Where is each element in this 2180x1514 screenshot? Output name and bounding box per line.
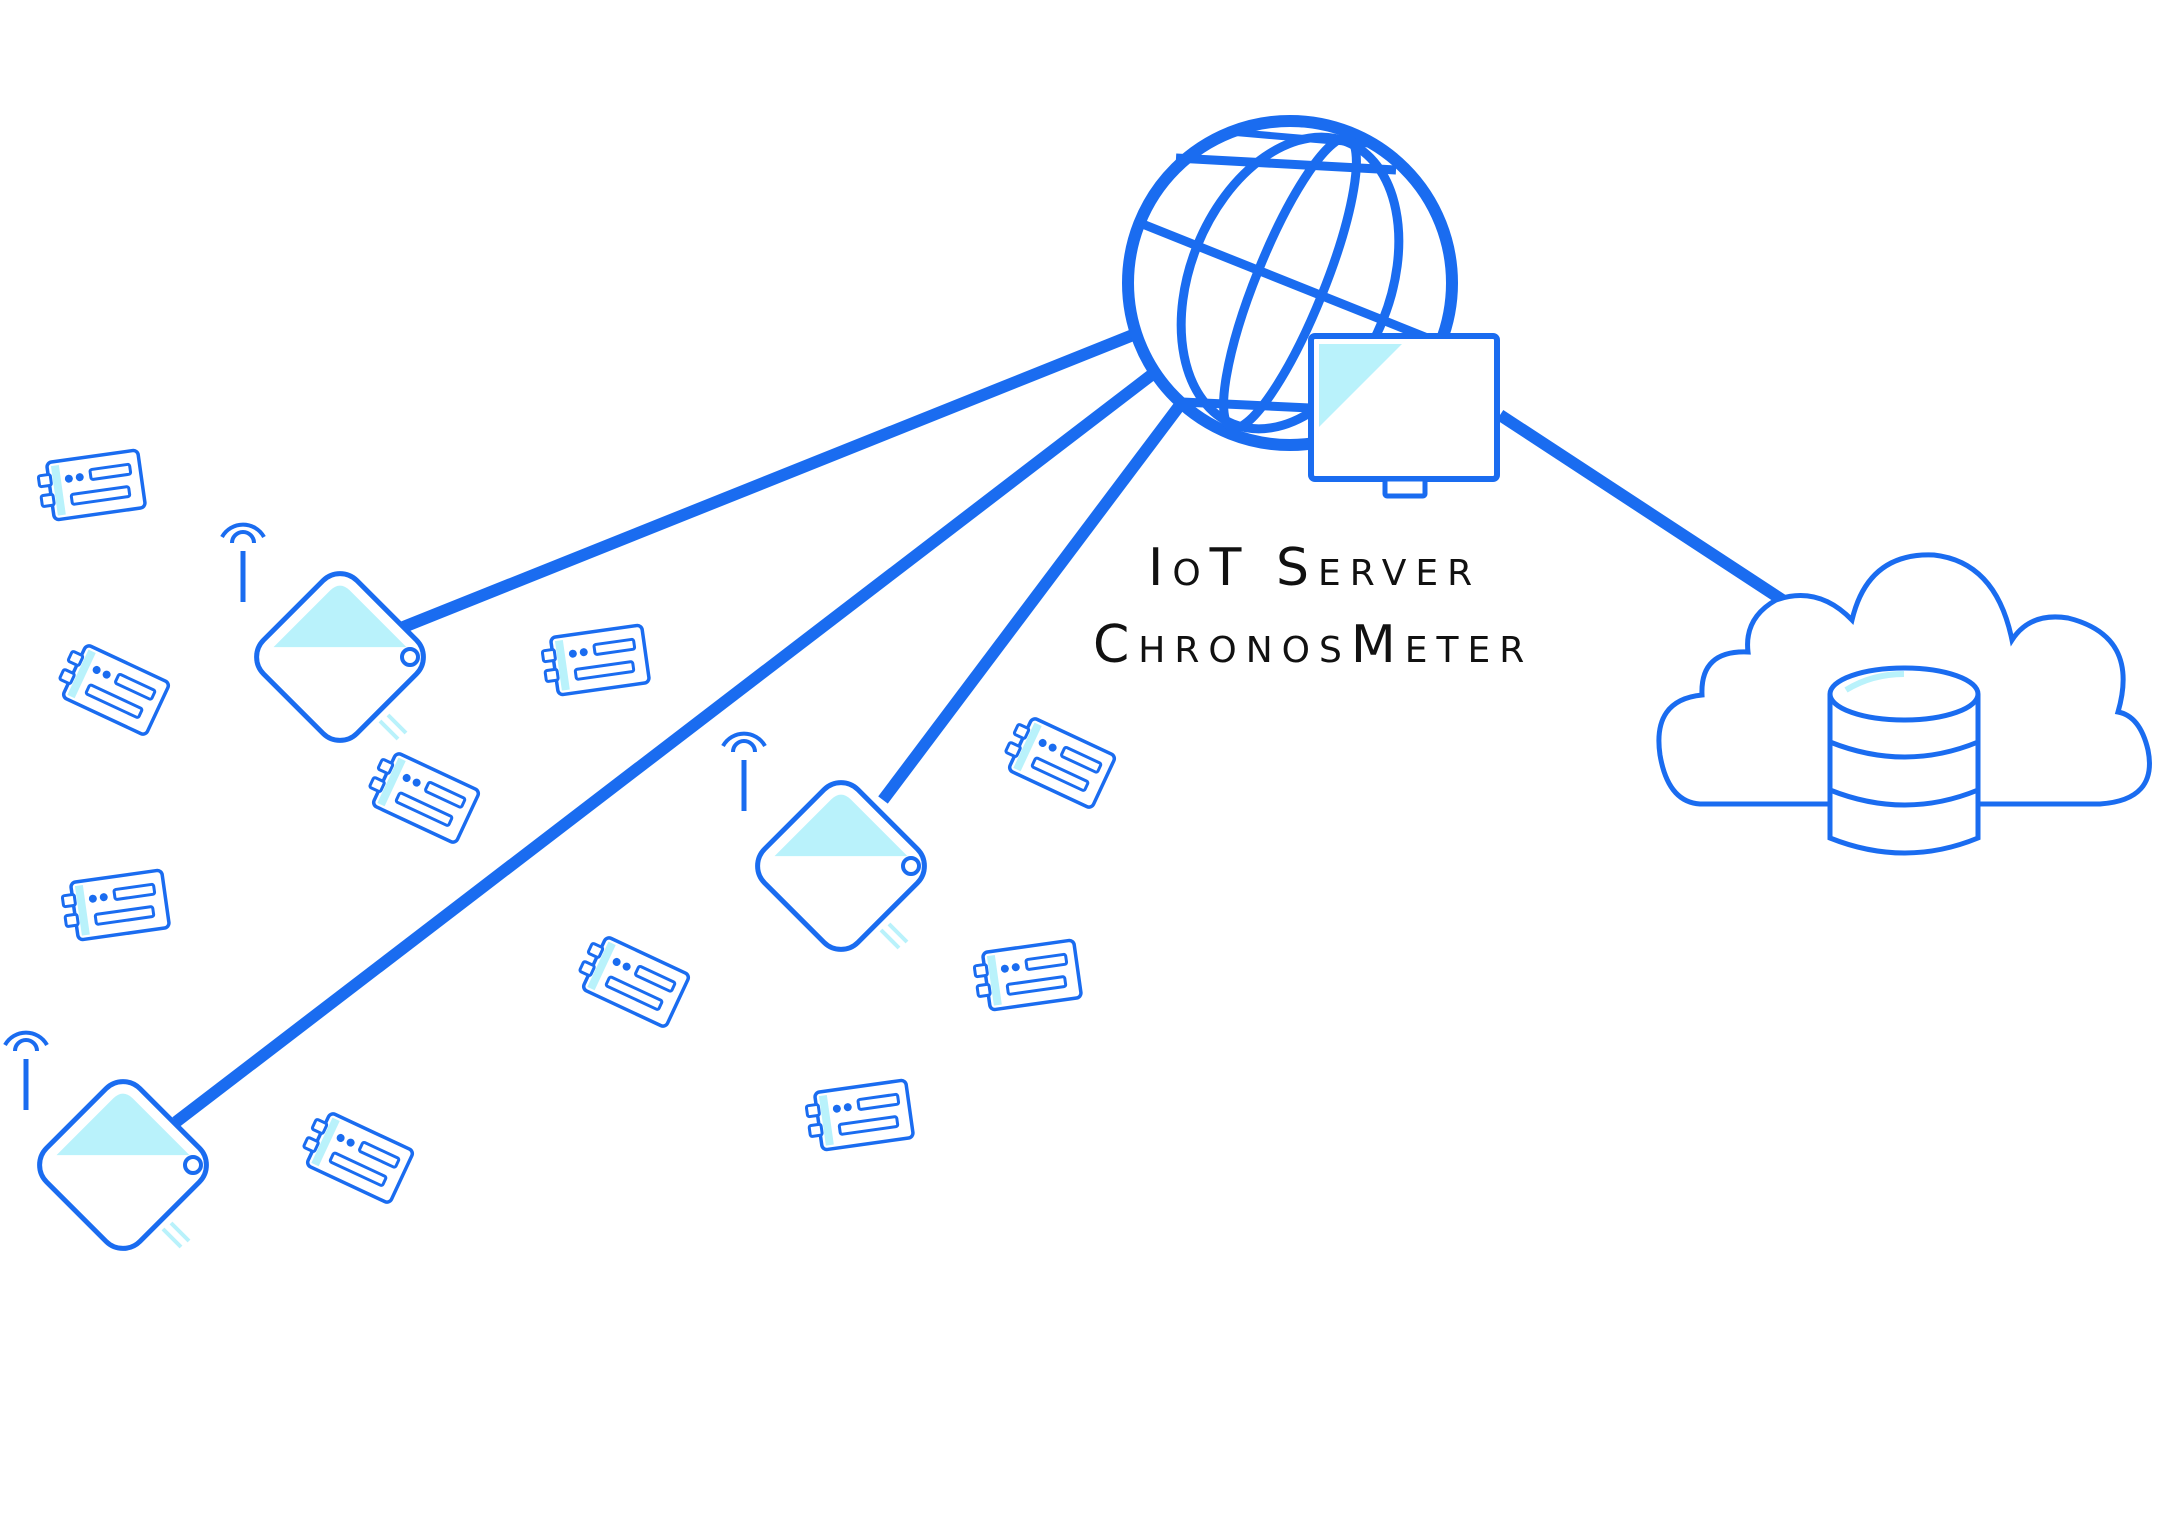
sensor-board-icon xyxy=(51,638,172,738)
wireless-gateway-icon xyxy=(222,525,433,751)
sensor-board-icon xyxy=(538,623,652,699)
sensor-board-icon xyxy=(802,1078,916,1154)
link-globe-gateway-top xyxy=(393,329,1136,636)
connection-lines xyxy=(172,329,1794,1127)
wireless-gateway-icon xyxy=(5,1033,216,1259)
link-globe-gateway-middle xyxy=(878,401,1185,804)
link-server-cloud xyxy=(1496,409,1794,611)
server-title-line1: IoT Server xyxy=(1148,538,1482,598)
monitor-icon xyxy=(1308,333,1500,499)
gateway-bottom-left xyxy=(5,1033,216,1259)
cloud-database-icon xyxy=(1656,552,2152,856)
sensor-board-icon xyxy=(997,711,1118,811)
sensor-board-icon xyxy=(34,448,148,524)
server-title-line2: ChronosMeter xyxy=(1093,615,1534,675)
sensor-board-icon xyxy=(970,938,1084,1014)
sensor-board-icon xyxy=(295,1106,416,1206)
sensor-board-icon xyxy=(571,930,692,1030)
gateway-top-left xyxy=(222,525,433,751)
link-globe-gateway-bottom xyxy=(172,365,1162,1127)
sensor-board-icon xyxy=(361,746,482,846)
sensor-board-icon xyxy=(58,868,172,944)
